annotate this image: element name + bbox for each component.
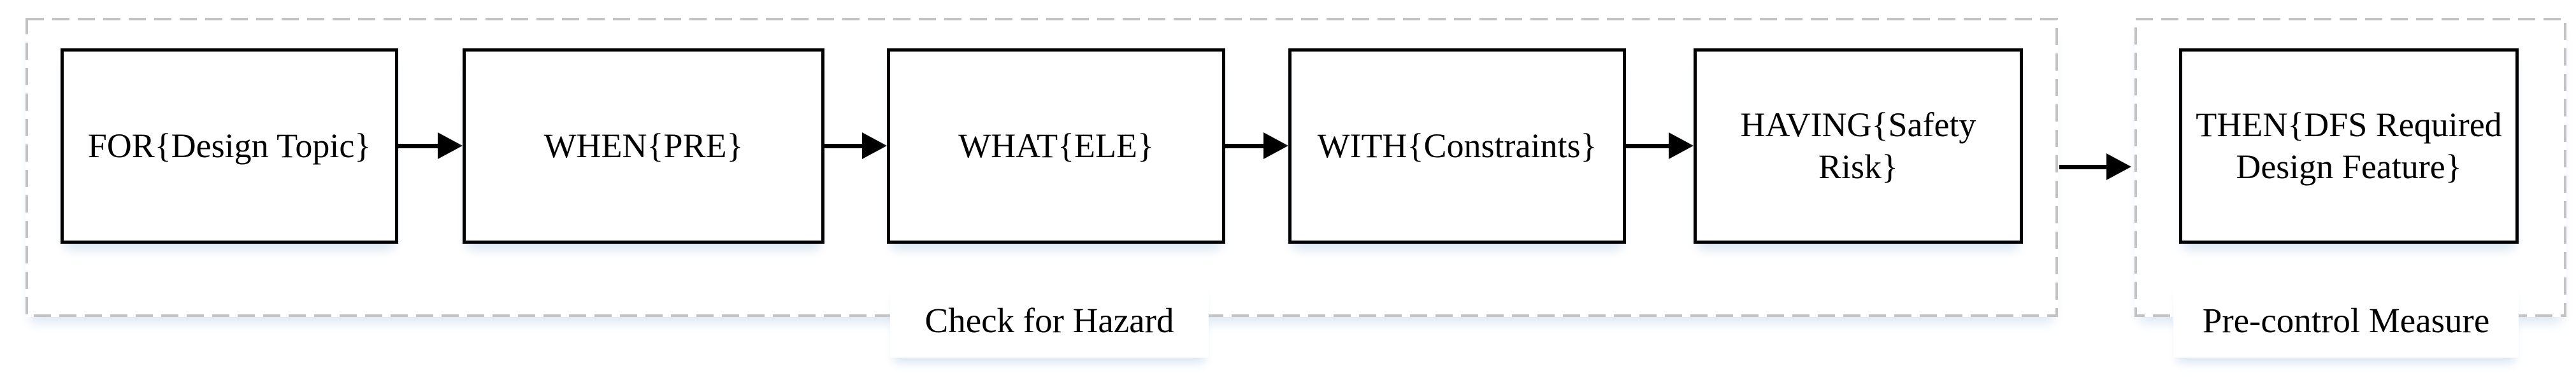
arrow-head [862,132,887,159]
right-arrow-icon [1626,132,1694,159]
arrow-head [2106,153,2131,180]
arrow-shaft [1225,143,1263,148]
arrow-shaft [2059,164,2106,169]
arrow-head [438,132,463,159]
dashed-border [2134,18,2566,317]
arrow-shaft [824,143,862,148]
box-label: FOR{Design Topic} [87,126,371,165]
box-having-safety-risk: HAVING{Safety Risk} [1694,48,2023,244]
group-connector-right-arrow-icon [2059,153,2131,180]
arrow-head [1669,132,1694,159]
box-label: WHAT{ELE} [958,126,1154,165]
box-label: THEN{DFS Required Design Feature} [2196,105,2502,186]
arrow-head [1263,132,1288,159]
group-label-check-for-hazard: Check for Hazard [890,283,1209,358]
box-for-design-topic: FOR{Design Topic} [61,48,398,244]
right-arrow-icon [824,132,887,159]
box-label: WITH{Constraints} [1317,126,1597,165]
arrow-shaft [1626,143,1669,148]
arrow-shaft [398,143,438,148]
box-when-pre: WHEN{PRE} [463,48,824,244]
right-arrow-icon [398,132,463,159]
group-label-pre-control-measure: Pre-control Measure [2173,283,2519,358]
right-arrow-icon [1225,132,1288,159]
box-label: HAVING{Safety Risk} [1740,105,1976,186]
box-then-dfs-required-design-feature: THEN{DFS Required Design Feature} [2179,48,2519,244]
box-what-ele: WHAT{ELE} [887,48,1225,244]
box-with-constraints: WITH{Constraints} [1288,48,1626,244]
box-label: WHEN{PRE} [543,126,744,165]
